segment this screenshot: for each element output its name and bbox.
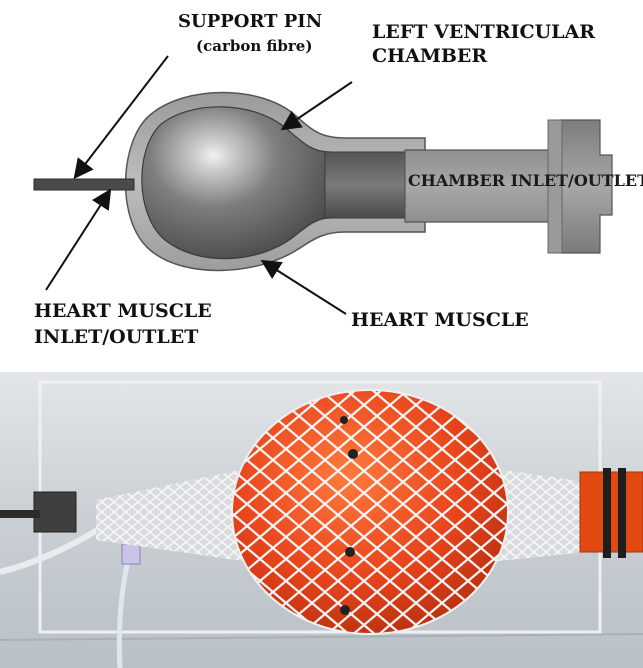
left-ventricular-line1: LEFT VENTRICULAR — [372, 20, 595, 44]
pointer-heart-muscle-inlet — [46, 192, 109, 290]
balloon-mesh — [232, 390, 508, 634]
photo-panel — [0, 372, 643, 668]
heart-muscle-inlet-line2: INLET/OUTLET — [34, 324, 212, 350]
left-fitting — [34, 492, 76, 532]
chamber-inlet-outlet-label: CHAMBER INLET/OUTLET — [408, 172, 643, 190]
o-ring — [603, 468, 611, 558]
pointer-left-ventricular — [284, 82, 352, 128]
marker-dot — [345, 547, 355, 557]
ventricle-photo — [0, 372, 643, 668]
left-ventricular-line2: CHAMBER — [372, 44, 595, 68]
right-fitting — [580, 472, 643, 552]
o-ring — [618, 468, 626, 558]
marker-dot — [348, 449, 358, 459]
support-pin — [34, 179, 134, 190]
syringe-port — [122, 544, 140, 564]
heart-muscle-inlet-label: HEART MUSCLE INLET/OUTLET — [34, 298, 212, 350]
diagram-panel: SUPPORT PIN (carbon fibre) LEFT VENTRICU… — [0, 0, 643, 372]
left-rod — [0, 510, 40, 518]
left-ventricular-label: LEFT VENTRICULAR CHAMBER — [372, 20, 595, 68]
marker-dot — [340, 605, 350, 615]
support-pin-label: SUPPORT PIN — [178, 12, 322, 32]
heart-muscle-label: HEART MUSCLE — [351, 310, 529, 331]
heart-muscle-inlet-line1: HEART MUSCLE — [34, 298, 212, 324]
marker-dot — [340, 416, 348, 424]
support-pin-note: (carbon fibre) — [196, 38, 312, 55]
pointer-heart-muscle — [264, 262, 346, 314]
